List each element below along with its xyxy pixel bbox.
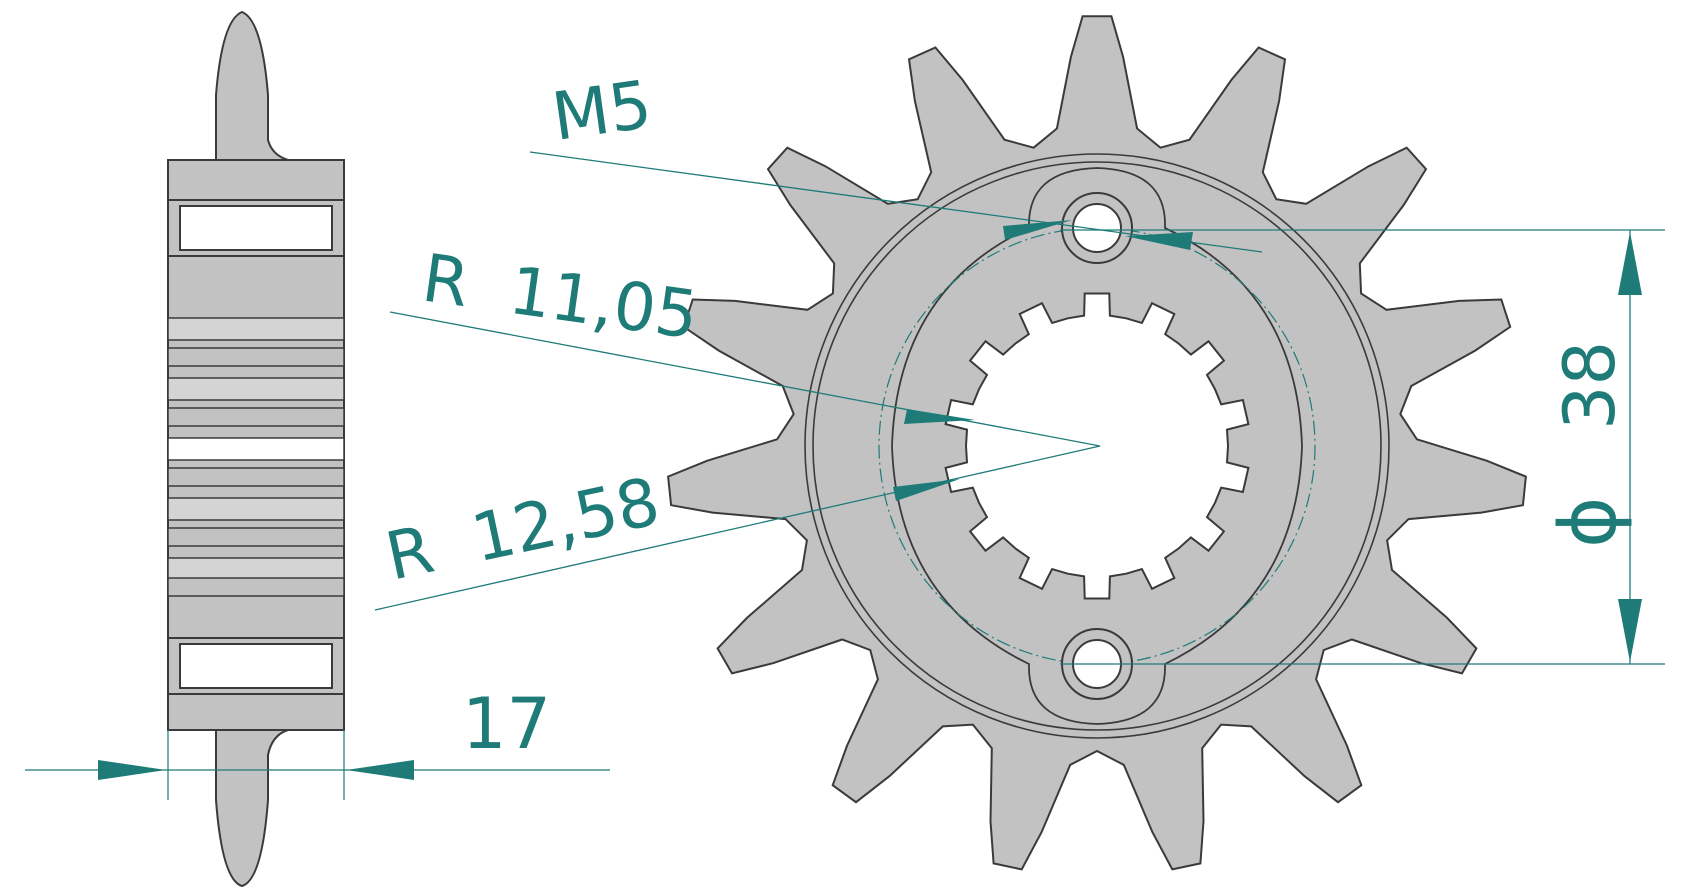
width-arrow-left — [98, 760, 166, 780]
side-view-spline-band — [167, 467, 345, 487]
bolt-hole-top — [1061, 192, 1133, 264]
sprocket-side-view — [167, 10, 345, 888]
side-view-spline-band — [167, 317, 345, 341]
dimension-annotations — [25, 151, 1665, 780]
sprocket-front-view — [667, 15, 1527, 871]
side-view-spline-band — [167, 407, 345, 427]
outer-radius-label: R 12,58 — [379, 463, 666, 596]
side-view-spline-band — [167, 557, 345, 581]
side-view-bottom-tooth — [215, 723, 289, 888]
r1258-arrow — [893, 479, 960, 501]
inner-radius-label: R 11,05 — [418, 240, 703, 355]
diameter-arrow-bottom — [1618, 599, 1642, 662]
diameter-symbol: ϕ — [1544, 497, 1634, 548]
thread-label: M5 — [548, 66, 657, 156]
diameter-value-label: 38 — [1549, 341, 1631, 430]
side-view-spline-band — [167, 497, 345, 521]
m5-arrow-right — [1125, 232, 1193, 250]
side-view-spline-section — [167, 317, 345, 597]
side-view-spline-band — [167, 437, 345, 461]
side-view-spline-band — [167, 347, 345, 367]
width-label: 17 — [462, 683, 551, 765]
side-view-spline-band — [167, 377, 345, 401]
r1105-leader-line — [389, 311, 1101, 447]
side-view-spline-band — [167, 527, 345, 547]
side-view-spline-band — [167, 577, 345, 597]
sprocket-root-circle — [804, 153, 1390, 739]
r1105-arrow — [904, 409, 975, 424]
diameter-arrow-top — [1618, 232, 1642, 295]
r1258-leader-line — [374, 445, 1101, 611]
side-view-top-tooth — [215, 10, 289, 161]
width-arrow-right — [346, 760, 414, 780]
m5-arrow-left — [1003, 220, 1072, 240]
